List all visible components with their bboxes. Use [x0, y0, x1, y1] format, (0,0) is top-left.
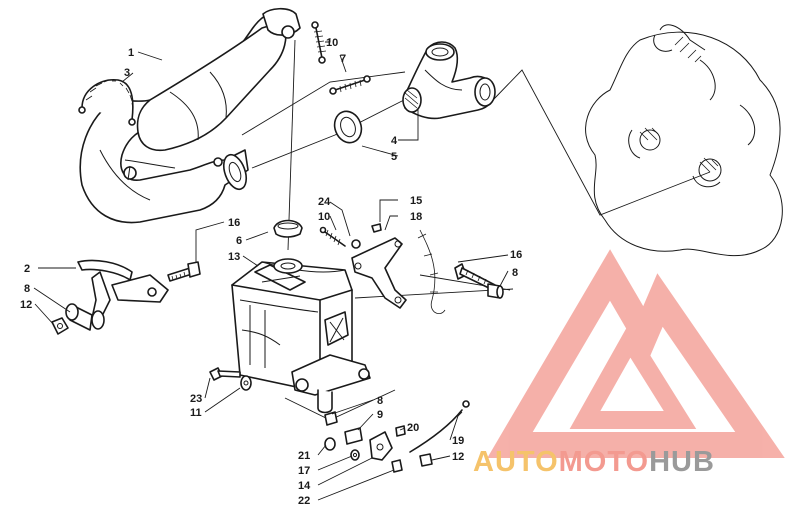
bracket-part-2-assembly: [51, 259, 169, 335]
callout-c24: 24: [318, 196, 331, 208]
callout-c6: 6: [236, 235, 242, 247]
y-pipe-part-4: [402, 41, 496, 120]
callout-c12a: 12: [20, 299, 32, 311]
callout-c2: 2: [24, 263, 30, 275]
washer-part-11: [240, 375, 252, 391]
spring-part-7: [329, 75, 371, 95]
callout-c20: 20: [407, 422, 419, 434]
bracket-part-18: [351, 229, 446, 314]
callout-c4: 4: [391, 135, 398, 147]
screw-part-15: [371, 223, 382, 233]
callout-c5: 5: [391, 151, 397, 163]
watermark-logo: [487, 249, 785, 458]
spring-part-10-lower: [319, 226, 361, 249]
callout-c17: 17: [298, 465, 310, 477]
spring-part-3: [78, 79, 136, 126]
callout-c18: 18: [410, 211, 422, 223]
watermark-wordmark: AUTOMOTOHUB: [473, 446, 715, 478]
callout-c8a: 8: [24, 283, 30, 295]
callout-c15: 15: [410, 195, 422, 207]
engine-reference-outline: [585, 24, 783, 257]
callout-c8b: 8: [512, 267, 518, 279]
bolt-part-16-upper: [167, 261, 201, 282]
lower-hardware-stack: [324, 400, 470, 473]
callout-c13: 13: [228, 251, 240, 263]
watermark-text-hub: HUB: [649, 446, 715, 478]
callout-c23: 23: [190, 393, 202, 405]
callout-c19: 19: [452, 435, 464, 447]
callout-c16b: 16: [510, 249, 522, 261]
bolt-part-16-lower: [454, 263, 496, 291]
callout-c10b: 10: [318, 211, 330, 223]
watermark-text-moto: MOTO: [558, 446, 650, 478]
callout-c1: 1: [128, 47, 134, 59]
seal-ring-part-5: [333, 110, 363, 144]
callout-c11: 11: [190, 407, 202, 419]
grommet-part-6: [273, 219, 303, 238]
callout-leaders: [33, 38, 509, 501]
callout-c22: 22: [298, 495, 310, 507]
callout-c10a: 10: [326, 37, 338, 49]
callout-c12b: 12: [452, 451, 464, 463]
silencer-box-part-13: [231, 258, 371, 414]
spacer-part-8-right: [487, 283, 504, 299]
callout-c9: 9: [377, 409, 383, 421]
callout-c7: 7: [340, 53, 346, 65]
callout-c3: 3: [124, 67, 130, 79]
spring-part-10-top: [311, 21, 327, 64]
callout-c14: 14: [298, 480, 311, 492]
callout-c16a: 16: [228, 217, 240, 229]
callout-c21: 21: [298, 450, 310, 462]
muffler-part-1: [79, 7, 301, 224]
bolt-part-23: [209, 367, 241, 381]
callout-c8c: 8: [377, 395, 383, 407]
watermark-text-auto: AUTO: [473, 446, 559, 478]
